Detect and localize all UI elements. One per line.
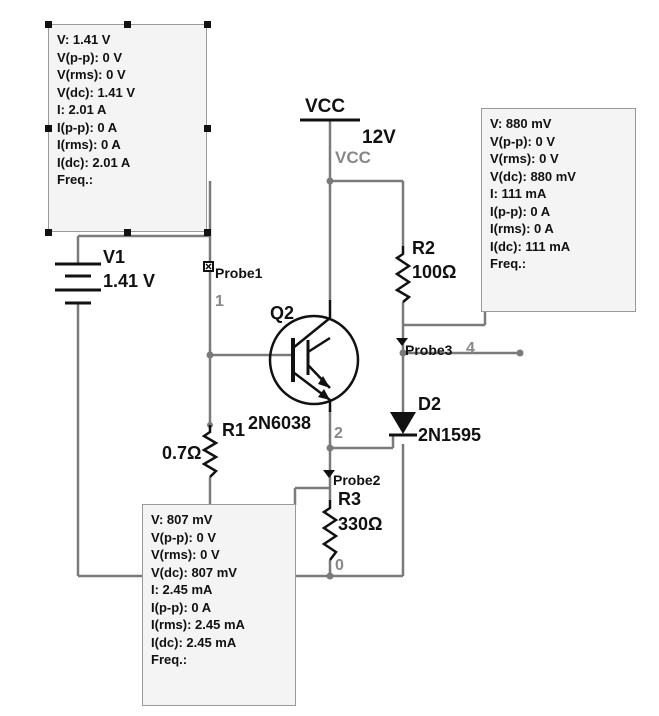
readout-line: Freq.: (57, 172, 94, 187)
selection-handle[interactable] (45, 21, 52, 28)
readout-line: V(rms): 0 V (490, 151, 559, 166)
selection-handle[interactable] (124, 229, 131, 236)
probe1-label: Probe1 (215, 265, 263, 281)
readout-line: I: 2.01 A (57, 102, 107, 117)
readout-line: I(dc): 111 mA (490, 238, 571, 254)
selection-handle[interactable] (45, 229, 52, 236)
readout-line: I: 111 mA (490, 186, 547, 201)
readout-line: Freq.: (151, 652, 188, 667)
selection-handle[interactable] (45, 125, 52, 132)
readout-line: V(dc): 807 mV (151, 564, 237, 580)
selection-handle[interactable] (204, 125, 211, 132)
selection-handle[interactable] (204, 229, 211, 236)
q2-transistor (268, 300, 360, 412)
r1-name: R1 (222, 420, 245, 440)
probe3-readout[interactable]: V: 880 mV V(p-p): 0 V V(rms): 0 V V(dc): 88… (481, 108, 636, 312)
r2-resistor (394, 246, 412, 303)
d2-part: 2N1595 (418, 425, 481, 445)
probe3-marker (396, 338, 408, 346)
node-label-2: 2 (334, 425, 343, 442)
d2-name: D2 (418, 394, 441, 414)
r2-value: 100Ω (412, 262, 456, 282)
readout-line: V(p-p): 0 V (57, 49, 122, 65)
r2-name: R2 (412, 238, 435, 258)
probe1-marker (203, 261, 214, 272)
r1-value: 0.7Ω (162, 443, 201, 463)
wires (76, 120, 520, 578)
probe3-label: Probe3 (405, 342, 453, 358)
probe1-readout[interactable]: V: 1.41 V V(p-p): 0 V V(rms): 0 V V(dc): 1.… (48, 24, 207, 232)
readout-line: V(dc): 1.41 V (57, 84, 136, 100)
r1-resistor (201, 425, 219, 478)
d2-diode (389, 412, 417, 437)
v1-battery (55, 262, 101, 305)
junctions (206, 177, 524, 580)
vcc-net-label: VCC (335, 148, 371, 167)
readout-line: V: 880 mV (490, 116, 552, 131)
vcc-supply: VCC 12V VCC (300, 96, 396, 167)
readout-line: V(rms): 0 V (151, 547, 220, 562)
q2-part: 2N6038 (248, 413, 311, 433)
q2-name: Q2 (270, 303, 294, 323)
probe2-label: Probe2 (333, 472, 381, 488)
node-label-1: 1 (215, 293, 224, 310)
readout-line: V(p-p): 0 V (151, 529, 216, 545)
readout-line: I(p-p): 0 A (151, 599, 212, 615)
r3-resistor (321, 500, 339, 561)
readout-line: I(rms): 0 A (57, 137, 121, 152)
node-label-0: 0 (335, 557, 344, 574)
readout-line: I(dc): 2.45 mA (151, 634, 237, 650)
selection-handle[interactable] (204, 21, 211, 28)
selection-handle[interactable] (124, 21, 131, 28)
readout-line: V(dc): 880 mV (490, 168, 576, 184)
vcc-name: VCC (305, 96, 345, 117)
readout-line: I(rms): 2.45 mA (151, 617, 245, 632)
readout-line: Freq.: (490, 256, 527, 271)
readout-line: V(p-p): 0 V (490, 133, 555, 149)
v1-value: 1.41 V (103, 271, 155, 291)
readout-line: V: 1.41 V (57, 32, 111, 47)
node-label-4: 4 (466, 340, 475, 357)
r3-value: 330Ω (338, 514, 382, 534)
v1-name: V1 (103, 247, 125, 267)
readout-line: V(rms): 0 V (57, 67, 126, 82)
probe2-marker (323, 470, 335, 478)
readout-line: I(dc): 2.01 A (57, 154, 131, 170)
readout-line: I(rms): 0 A (490, 221, 554, 236)
readout-line: I: 2.45 mA (151, 582, 213, 597)
probe2-readout[interactable]: V: 807 mV V(p-p): 0 V V(rms): 0 V V(dc): 80… (142, 504, 296, 706)
vcc-voltage: 12V (362, 127, 396, 148)
readout-line: I(p-p): 0 A (490, 203, 551, 219)
readout-line: I(p-p): 0 A (57, 119, 118, 135)
r3-name: R3 (338, 489, 361, 509)
readout-line: V: 807 mV (151, 512, 213, 527)
